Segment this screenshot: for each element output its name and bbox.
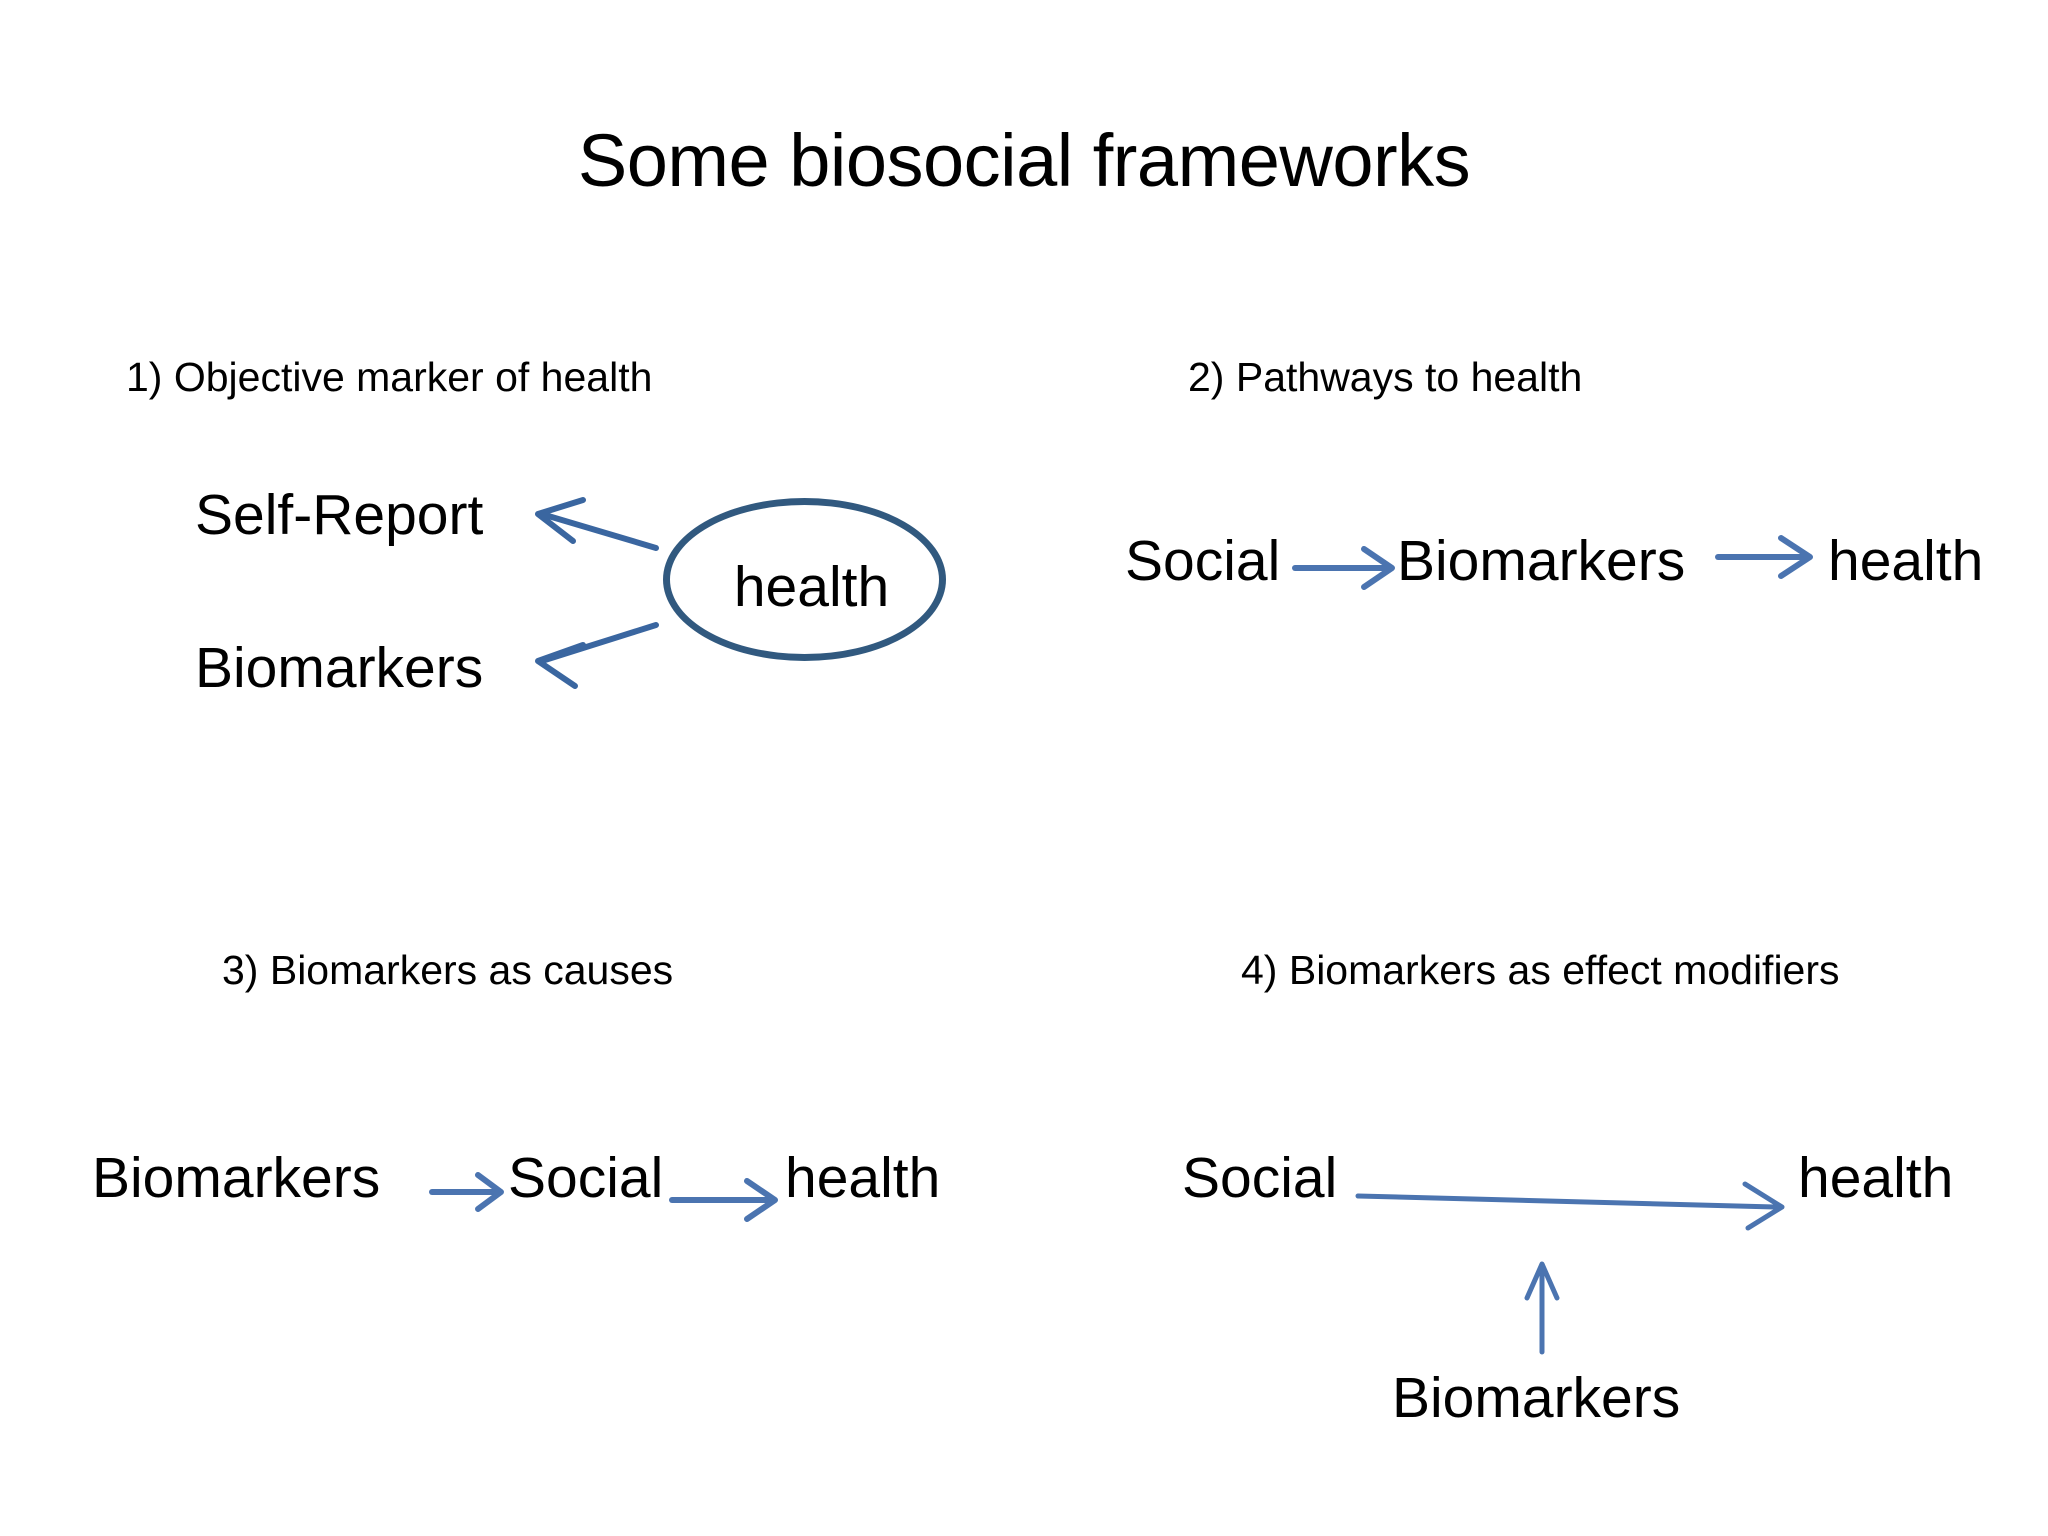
panel-1-health-ellipse: health — [663, 498, 946, 661]
panel-3-node-biomarkers: Biomarkers — [92, 1146, 381, 1210]
panel-3-node-health: health — [785, 1146, 941, 1210]
panel-1-node-biomarkers: Biomarkers — [195, 636, 484, 700]
panel-2-node-social: Social — [1125, 529, 1281, 593]
panel-2-arrow-social-to-biomarkers — [1292, 546, 1395, 590]
panel-2-node-health: health — [1828, 529, 1984, 593]
panel-4-node-biomarkers: Biomarkers — [1392, 1366, 1681, 1430]
panel-4-arrow-biomarkers-to-pathway — [1524, 1261, 1560, 1355]
panel-4-node-social: Social — [1182, 1146, 1338, 1210]
panel-2-arrow-biomarkers-to-health — [1715, 535, 1813, 579]
panel-3-node-social: Social — [508, 1146, 664, 1210]
page-title: Some biosocial frameworks — [577, 119, 1471, 202]
panel-4-arrow-social-to-health — [1355, 1181, 1785, 1231]
panel-1-heading: 1) Objective marker of health — [126, 354, 653, 400]
panel-1-arrow-to-biomarkers — [535, 622, 659, 689]
panel-3-heading: 3) Biomarkers as causes — [222, 947, 674, 993]
panel-1-arrow-to-self-report — [535, 497, 659, 551]
panel-4-heading: 4) Biomarkers as effect modifiers — [1241, 947, 1840, 993]
panel-2-node-biomarkers: Biomarkers — [1397, 529, 1686, 593]
panel-2-heading: 2) Pathways to health — [1188, 354, 1583, 400]
panel-3-arrow-biomarkers-to-social — [429, 1172, 504, 1212]
panel-4-node-health: health — [1798, 1146, 1954, 1210]
panel-1-node-health: health — [733, 554, 890, 619]
panel-3-arrow-social-to-health — [669, 1178, 778, 1222]
panel-1-node-self-report: Self-Report — [195, 483, 484, 547]
